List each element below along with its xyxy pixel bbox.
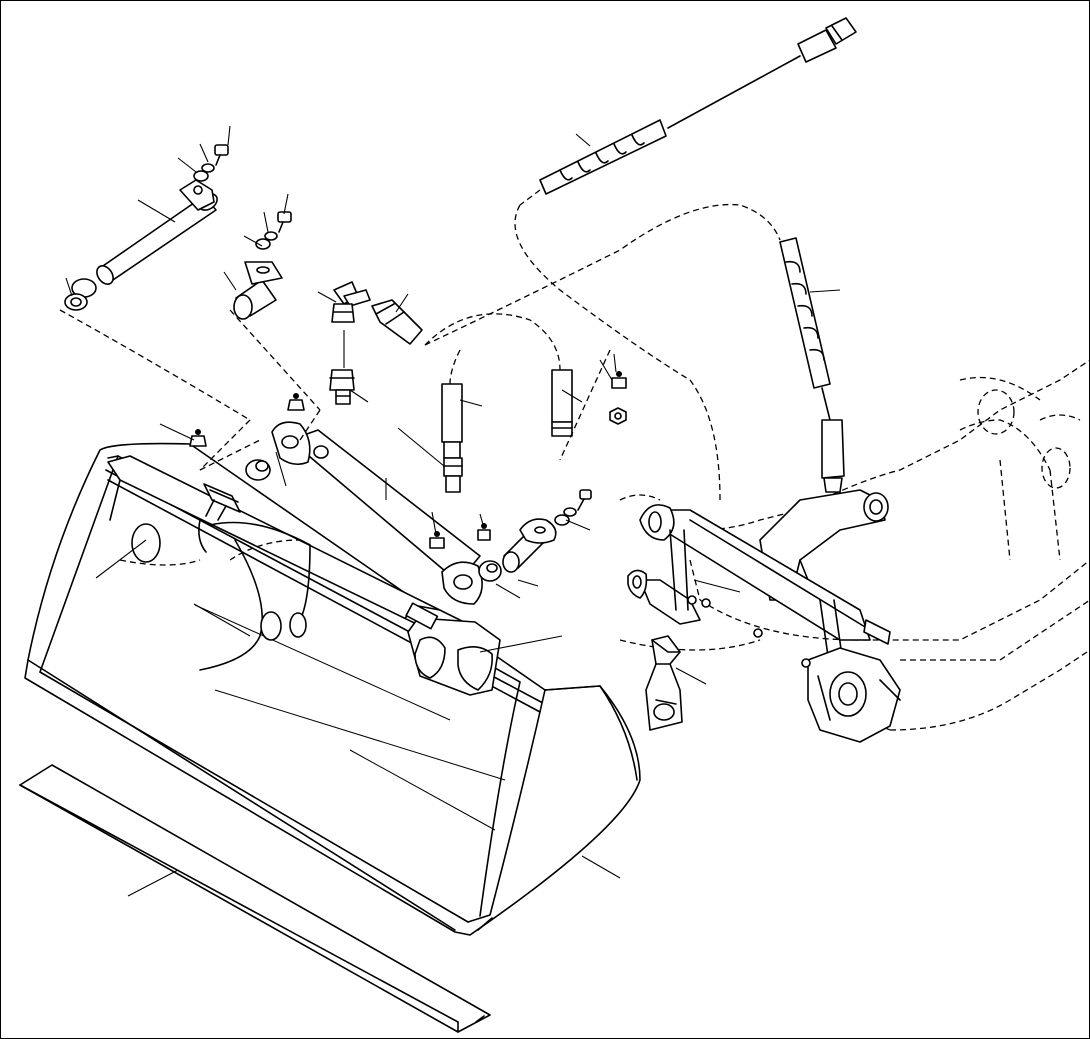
bucket-hinge-boss[interactable] — [404, 602, 501, 696]
hose-route-lines — [59, 189, 781, 501]
link-bushing[interactable] — [245, 445, 502, 582]
bolt-left-top[interactable] — [193, 144, 229, 182]
hose-adapter-center[interactable] — [441, 383, 463, 493]
bolt-center[interactable] — [554, 489, 592, 526]
hose-spiral-guard-top[interactable] — [539, 119, 667, 195]
grease-fitting-5[interactable] — [611, 371, 627, 389]
hose-right-end[interactable] — [821, 387, 845, 493]
hose-top[interactable] — [667, 17, 857, 129]
hose-adapter-right[interactable] — [551, 369, 573, 437]
bucket-cross-member[interactable] — [107, 455, 481, 671]
hose-adapter-left[interactable] — [329, 369, 355, 405]
grease-fitting-3[interactable] — [429, 531, 445, 549]
bolt-right-top[interactable] — [255, 211, 292, 250]
bucket-link-lower[interactable] — [627, 529, 845, 671]
bucket-bracket[interactable] — [203, 483, 241, 521]
pin-bushing-left[interactable] — [64, 278, 97, 311]
bucket-pin-right[interactable] — [233, 261, 283, 320]
cutting-edge[interactable] — [19, 764, 491, 1033]
parts-bag[interactable] — [645, 635, 683, 731]
linkage-bolts[interactable] — [687, 595, 811, 668]
hose-spiral-guard-right[interactable] — [779, 237, 831, 389]
part-leader-lines — [65, 125, 841, 897]
grease-fitting-2[interactable] — [287, 393, 305, 411]
bucket-link-bar[interactable] — [639, 504, 891, 645]
lower-hinge-housing[interactable] — [807, 647, 901, 743]
hose-end-fitting[interactable] — [371, 299, 423, 345]
grease-fitting-1[interactable] — [189, 429, 207, 447]
assembly-dashed-guides — [119, 439, 301, 566]
grease-fitting-4[interactable] — [477, 523, 491, 541]
nut-1[interactable] — [609, 407, 627, 425]
bucket-pin-left[interactable] — [94, 179, 221, 287]
bucket-body[interactable] — [24, 442, 641, 936]
bucket-pin-center[interactable] — [502, 518, 557, 573]
elbow-fitting[interactable] — [331, 281, 371, 323]
